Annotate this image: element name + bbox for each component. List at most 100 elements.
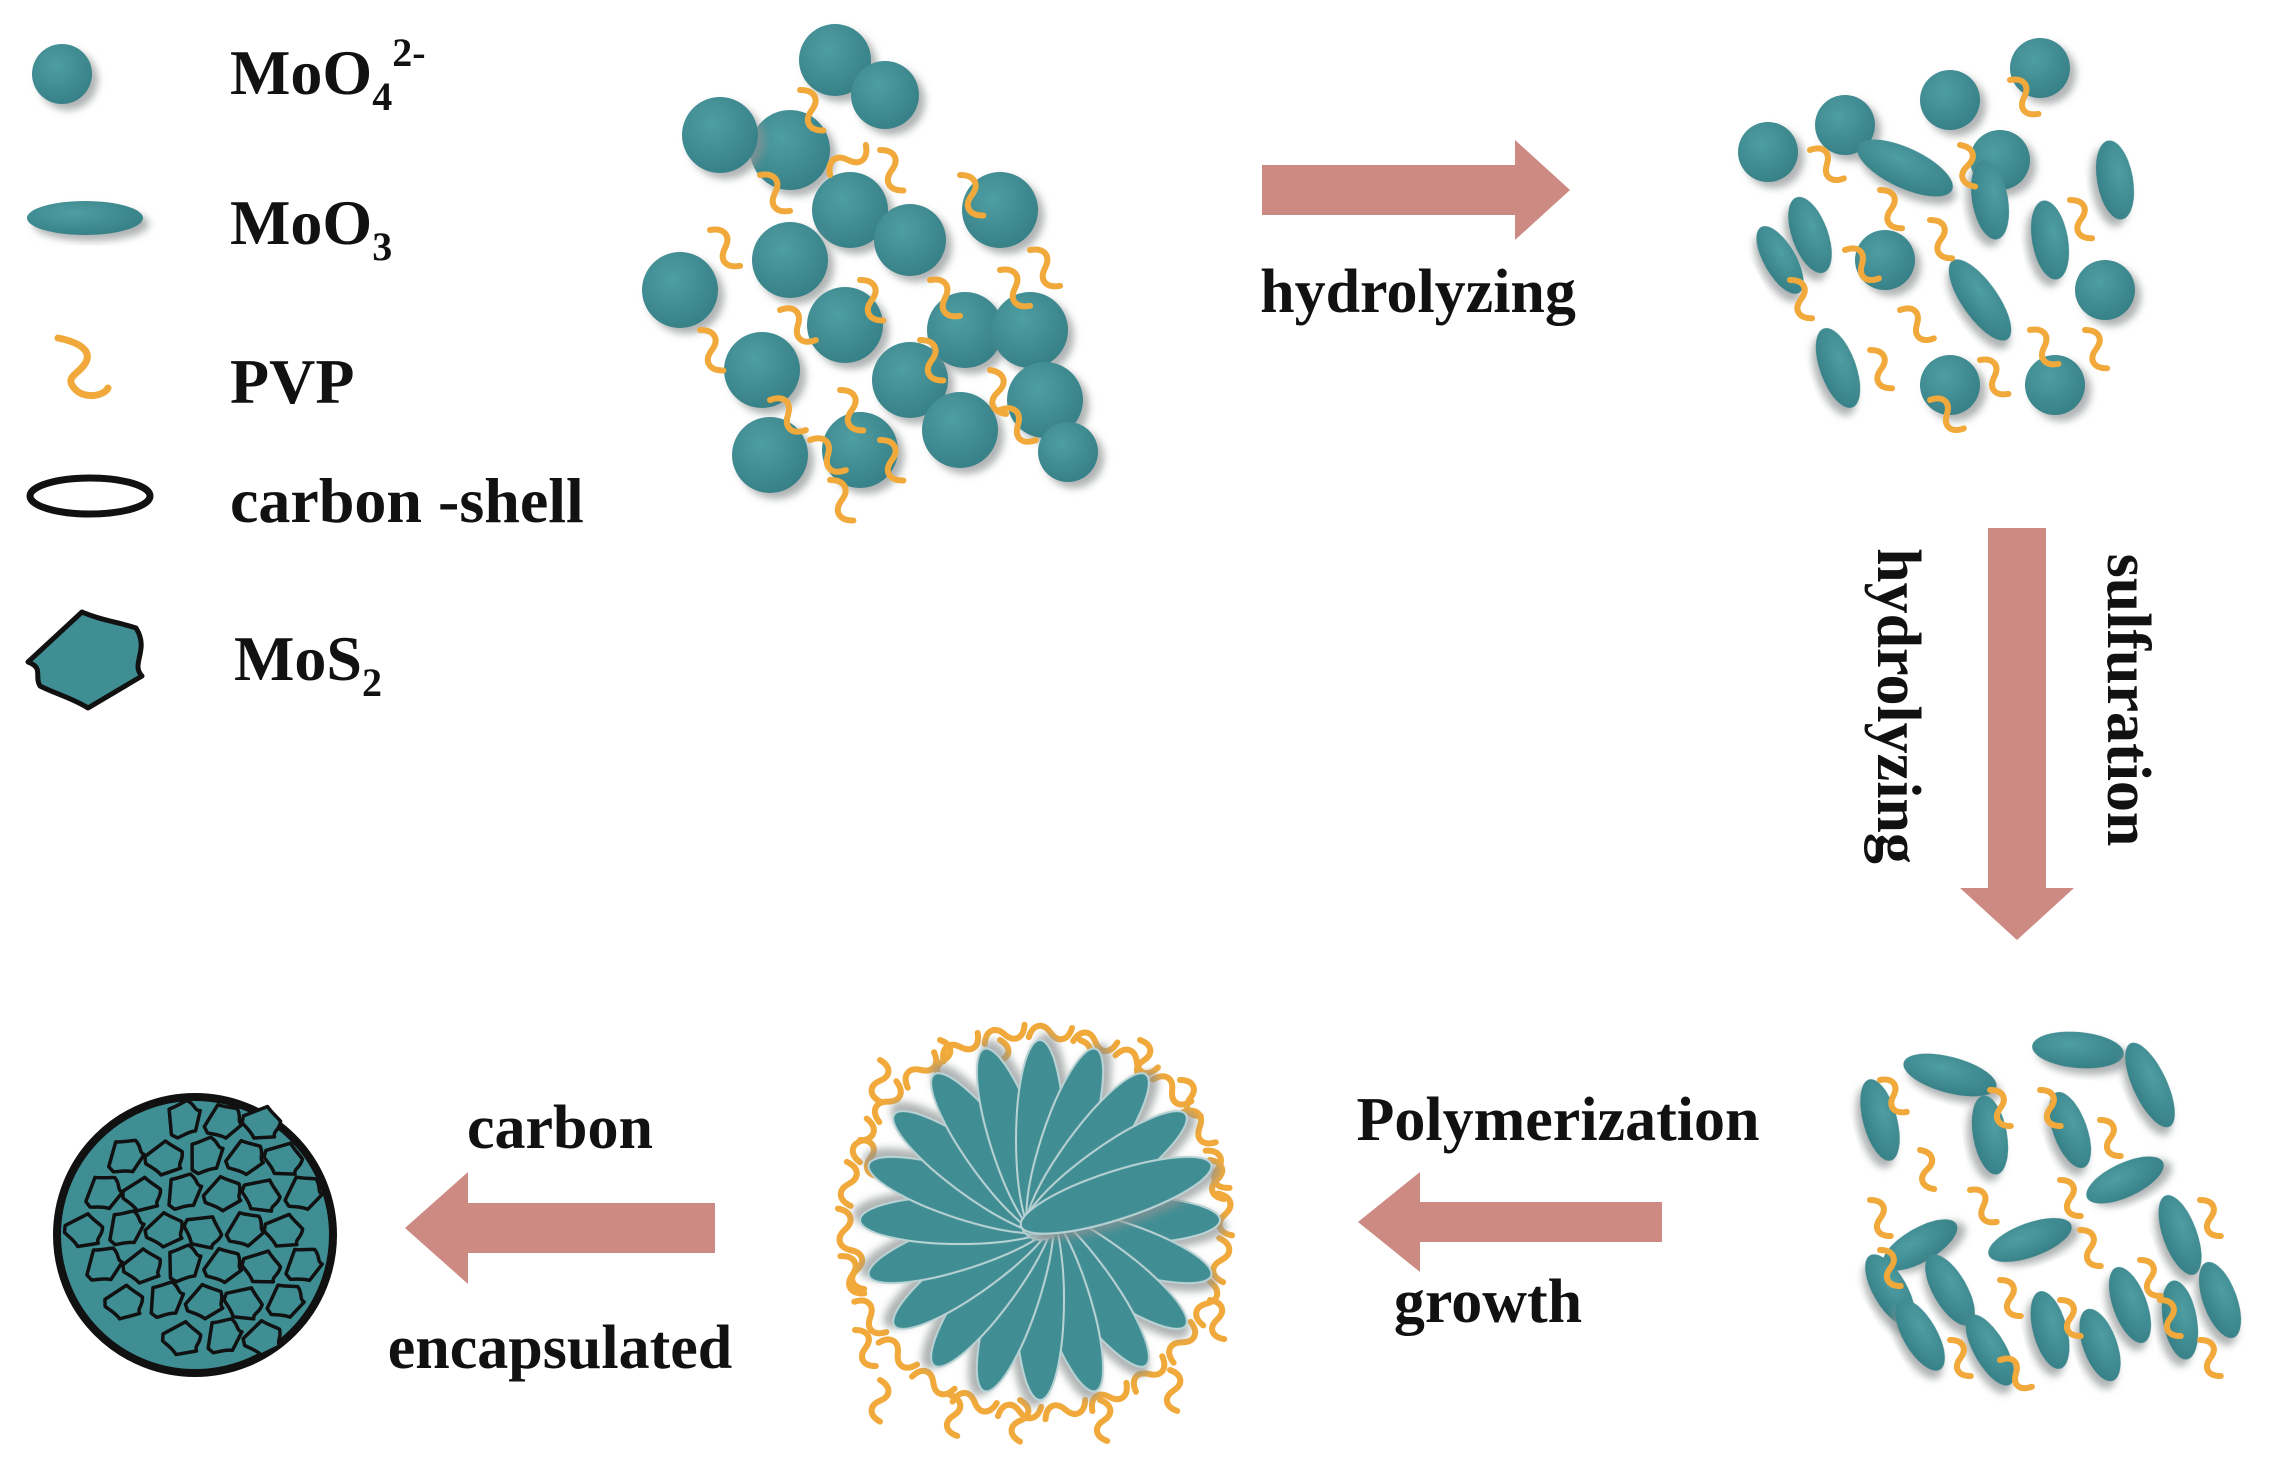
moo4-ion — [1007, 362, 1083, 438]
arrow-left-polymerization — [1358, 1172, 1662, 1272]
mos2-sheet — [222, 1286, 264, 1321]
moo4-ion — [922, 392, 998, 468]
mos2-sheet — [240, 1104, 283, 1140]
mos2-sheet — [262, 1141, 305, 1176]
moo4-ion — [724, 332, 800, 408]
step-label-growth: growth — [1394, 1268, 1582, 1336]
mos2-sheet — [149, 1280, 186, 1320]
pvp-chain — [2193, 1336, 2228, 1380]
moo4-ion — [2075, 260, 2135, 320]
moo3-rod — [2108, 1266, 2152, 1344]
moo4-ion — [2010, 38, 2070, 98]
pvp-chain — [1894, 303, 1939, 345]
mos2-sheet — [283, 1175, 324, 1212]
moo4-ion — [2025, 355, 2085, 415]
step-label-hydrolyzing: hydrolyzing — [1260, 258, 1576, 326]
pvp-chain — [2053, 1176, 2088, 1220]
moo3-pvp-cluster — [1853, 1031, 2242, 1393]
arrow-down-sulfuration — [1960, 528, 2074, 940]
mos2-sheet — [202, 1102, 244, 1140]
pvp-chain — [1973, 354, 2015, 399]
pvp-chain — [1872, 186, 1910, 233]
pvp-chain — [2093, 1116, 2128, 1160]
legend-label-carbon-shell: carbon -shell — [230, 465, 584, 536]
step-label-vertical-hydrolyzing: hydrolyzing — [1864, 548, 1932, 864]
mos2-sheet — [167, 1098, 202, 1140]
moo3-ellipse-icon — [27, 201, 143, 235]
pvp-chain — [1162, 1369, 1186, 1413]
moo4-ion — [874, 204, 946, 276]
pvp-chain — [874, 1335, 921, 1372]
mos2-sheet — [183, 1282, 225, 1321]
pvp-chain — [2077, 326, 2115, 373]
pvp-chain — [1210, 1237, 1232, 1283]
pvp-chain — [1912, 1147, 1942, 1192]
moo4-ion — [962, 172, 1038, 248]
mos2-sheet — [160, 1319, 203, 1357]
moo3-rod — [1860, 1079, 1900, 1161]
moo3-rod — [2086, 1156, 2164, 1204]
pvp-chain — [2062, 196, 2100, 243]
moo3-rod — [1988, 1218, 2072, 1262]
mos2-sheet — [143, 1139, 185, 1177]
mos2-sheet — [262, 1212, 305, 1248]
mos2-sheet — [190, 1135, 225, 1176]
mos2-sheet — [224, 1211, 266, 1248]
mos2-sheet — [168, 1243, 203, 1284]
moo3-rod — [2198, 1261, 2242, 1339]
pvp-chain — [2073, 1226, 2108, 1270]
moo3-rod — [2030, 200, 2070, 280]
pvp-chain — [2023, 324, 2065, 369]
moo4-ion — [752, 222, 828, 298]
pvp-chain — [1863, 1196, 1898, 1240]
moo3-rod — [1756, 226, 1804, 294]
moo3-rod — [1925, 1254, 1975, 1326]
moo3-rod — [1970, 160, 2010, 240]
moo3-rod — [1788, 196, 1832, 274]
moo3-flower-aggregate — [829, 1017, 1240, 1443]
moo4-ion — [812, 172, 888, 248]
moo4-pvp-cluster — [642, 24, 1098, 525]
moo4-ion — [732, 417, 808, 493]
carbon-shell-icon — [26, 474, 154, 518]
mos2-sheet — [121, 1247, 163, 1285]
moo3-rod — [1895, 1299, 1945, 1371]
legend-label-mos2: MoS2 — [234, 623, 382, 705]
mos2-sheet — [240, 1249, 283, 1284]
mos2-sheet — [265, 1283, 306, 1319]
moo4-ion — [927, 292, 1003, 368]
moo3-rod — [2095, 140, 2135, 220]
pvp-chain — [993, 264, 1038, 312]
moo4-ion — [992, 292, 1068, 368]
moo4-ion — [1815, 95, 1875, 155]
moo4-ion — [1920, 70, 1980, 130]
arrow-left-carbon — [405, 1172, 715, 1284]
carbon-encapsulated-mos2-sphere — [53, 1093, 337, 1377]
moo3-rod — [2030, 1291, 2070, 1369]
moo3-petal — [1019, 1155, 1213, 1235]
pvp-chain — [1964, 1185, 2004, 1228]
moo3-rod — [1971, 1095, 2009, 1175]
legend-label-moo4: MoO42- — [230, 30, 426, 119]
moo3-rod — [2032, 1031, 2124, 1069]
mos2-sheet — [85, 1246, 124, 1282]
moo4-ion — [807, 287, 883, 363]
arrow-right-hydrolyzing — [1262, 140, 1570, 240]
step-label-sulfuration: sulfuration — [2094, 554, 2162, 847]
moo3-rod — [2048, 1091, 2092, 1169]
step-label-polymerization: Polymerization — [1357, 1086, 1760, 1154]
mos2-sheet — [84, 1175, 125, 1211]
pvp-chain — [1023, 244, 1068, 292]
moo3-rod — [2161, 1280, 2199, 1360]
moo3-rod — [2125, 1042, 2175, 1128]
legend-label-moo3: MoO3 — [230, 187, 392, 269]
moo3-rod — [2079, 1308, 2121, 1382]
mos2-sheet — [143, 1210, 184, 1249]
mos2-sheet — [182, 1215, 224, 1250]
moo4-ion — [1038, 422, 1098, 482]
mos2-sheet — [108, 1209, 146, 1247]
step-label-encapsulated: encapsulated — [388, 1314, 732, 1382]
mos2-sheet — [121, 1175, 163, 1213]
moo4-ion — [1855, 230, 1915, 290]
